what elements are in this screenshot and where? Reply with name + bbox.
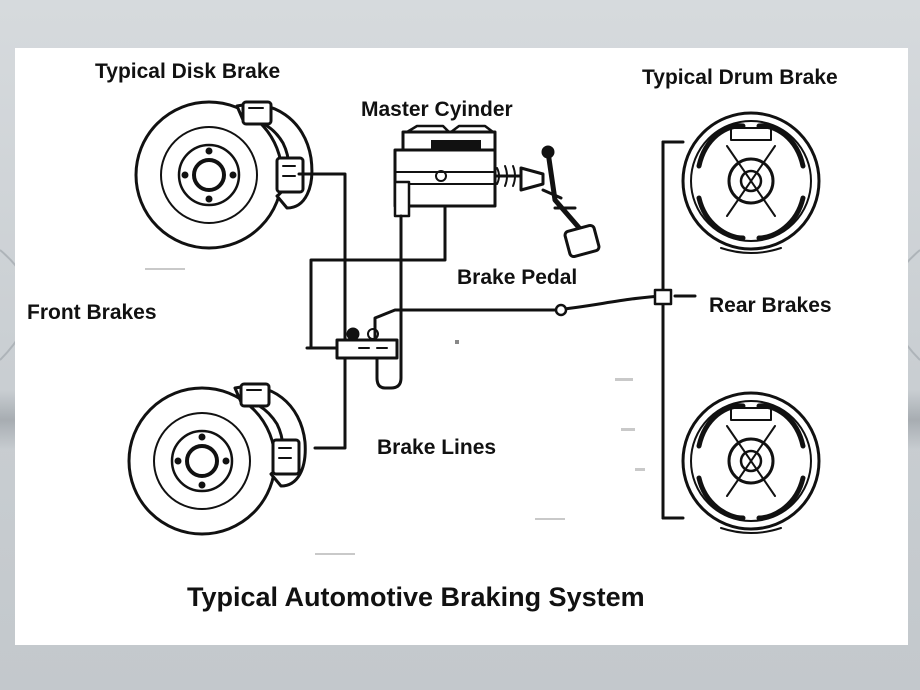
label-typical-drum-brake: Typical Drum Brake (642, 66, 838, 89)
front-disk-brake-top (134, 100, 314, 250)
master-cylinder (393, 124, 545, 218)
label-master-cylinder: Master Cyinder (361, 98, 513, 121)
braking-system-diagram (127, 100, 821, 555)
line-fittings (554, 288, 673, 317)
rear-drum-brake-bottom (681, 391, 821, 534)
brake-lines (297, 140, 697, 520)
label-brake-pedal: Brake Pedal (457, 266, 578, 289)
rear-drum-brake-top (681, 111, 821, 254)
brake-pedal (541, 145, 601, 259)
label-typical-disk-brake: Typical Disk Brake (95, 60, 281, 83)
diagram-panel: Typical Disk Brake Master Cyinder Typica… (15, 48, 908, 645)
label-rear-brakes: Rear Brakes (709, 294, 832, 317)
label-front-brakes: Front Brakes (27, 301, 157, 324)
page-texture (145, 268, 645, 555)
distribution-valve (335, 327, 399, 360)
front-disk-brake-bottom (127, 382, 307, 536)
diagram-title: Typical Automotive Braking System (187, 582, 645, 612)
label-brake-lines: Brake Lines (377, 436, 497, 459)
